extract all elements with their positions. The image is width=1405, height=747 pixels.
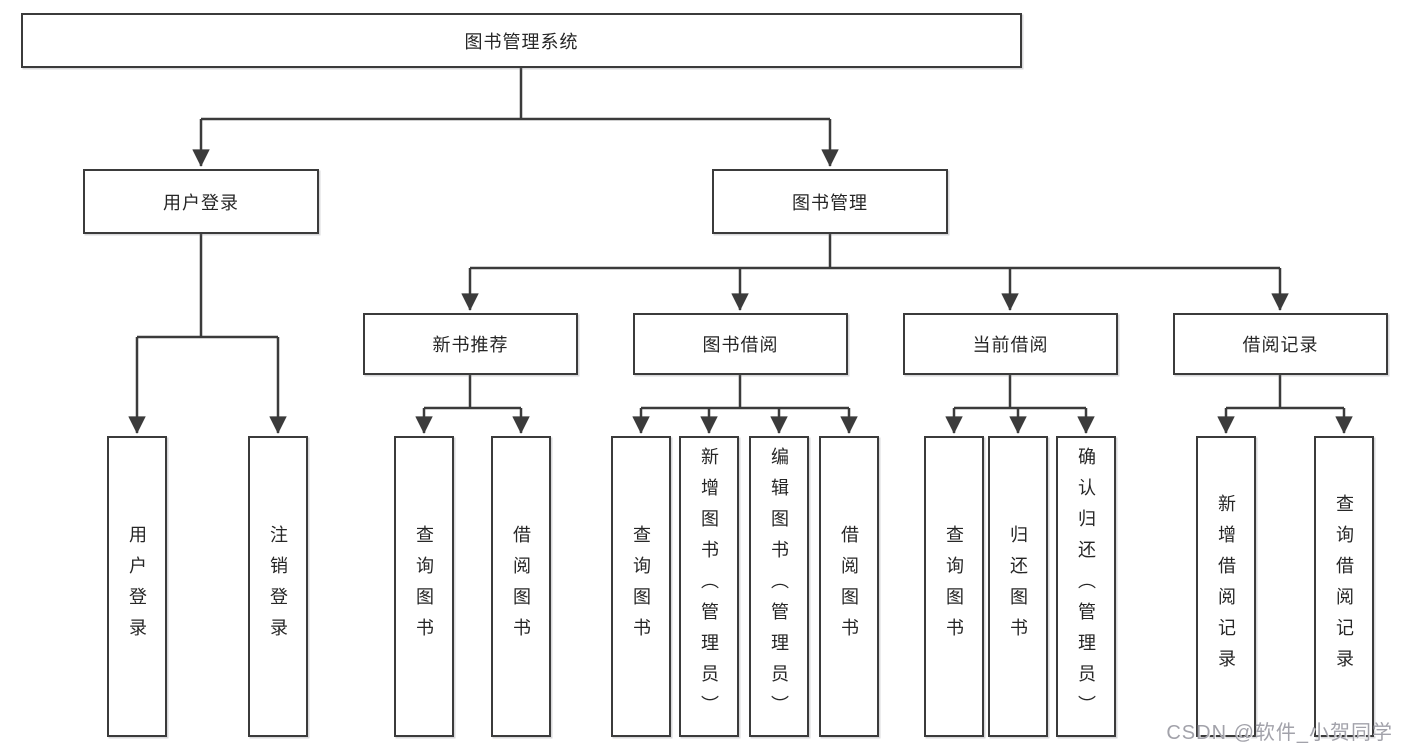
leaf-label: 确认归还（管理员） — [1076, 447, 1096, 726]
node-label: 用户登录 — [163, 192, 239, 213]
node-book-management: 图书管理 — [712, 169, 948, 234]
node-label: 图书管理 — [792, 192, 868, 213]
node-current-borrow: 当前借阅 — [903, 313, 1118, 375]
leaf-borrow-books: 借阅图书 — [819, 436, 879, 737]
leaf-label: 新增借阅记录 — [1216, 493, 1236, 680]
watermark: CSDN @软件_小贺同学 — [1166, 722, 1393, 744]
leaf-add-books-admin: 新增图书（管理员） — [679, 436, 739, 737]
node-label: 当前借阅 — [972, 335, 1049, 355]
node-library-management-system: 图书管理系统 — [21, 13, 1022, 68]
leaf-user-login: 用户登录 — [107, 436, 167, 737]
node-label: 图书管理系统 — [464, 31, 579, 52]
leaf-label: 注销登录 — [268, 524, 288, 649]
leaf-label: 新增图书（管理员） — [699, 447, 719, 726]
leaf-label: 归还图书 — [1008, 524, 1028, 649]
leaf-label: 借阅图书 — [839, 524, 859, 649]
leaf-confirm-return-admin: 确认归还（管理员） — [1056, 436, 1116, 737]
leaf-label: 查询图书 — [944, 524, 964, 649]
node-label: 图书借阅 — [702, 335, 779, 355]
leaf-label: 查询图书 — [414, 524, 434, 649]
leaf-query-books-recommend: 查询图书 — [394, 436, 454, 737]
leaf-label: 编辑图书（管理员） — [769, 447, 789, 726]
leaf-label: 查询图书 — [631, 524, 651, 649]
leaf-label: 查询借阅记录 — [1334, 493, 1354, 680]
leaf-query-books-borrow: 查询图书 — [611, 436, 671, 737]
node-book-borrow: 图书借阅 — [633, 313, 848, 375]
leaf-add-borrow-record: 新增借阅记录 — [1196, 436, 1256, 737]
node-label: 新书推荐 — [432, 335, 509, 355]
leaf-return-books: 归还图书 — [988, 436, 1048, 737]
node-borrow-records: 借阅记录 — [1173, 313, 1388, 375]
node-new-book-recommend: 新书推荐 — [363, 313, 578, 375]
node-user-login: 用户登录 — [83, 169, 319, 234]
leaf-logout: 注销登录 — [248, 436, 308, 737]
leaf-edit-books-admin: 编辑图书（管理员） — [749, 436, 809, 737]
leaf-query-borrow-record: 查询借阅记录 — [1314, 436, 1374, 737]
leaf-label: 借阅图书 — [511, 524, 531, 649]
leaf-label: 用户登录 — [127, 524, 147, 649]
leaf-borrow-books-recommend: 借阅图书 — [491, 436, 551, 737]
node-label: 借阅记录 — [1242, 335, 1319, 355]
leaf-query-books-current: 查询图书 — [924, 436, 984, 737]
